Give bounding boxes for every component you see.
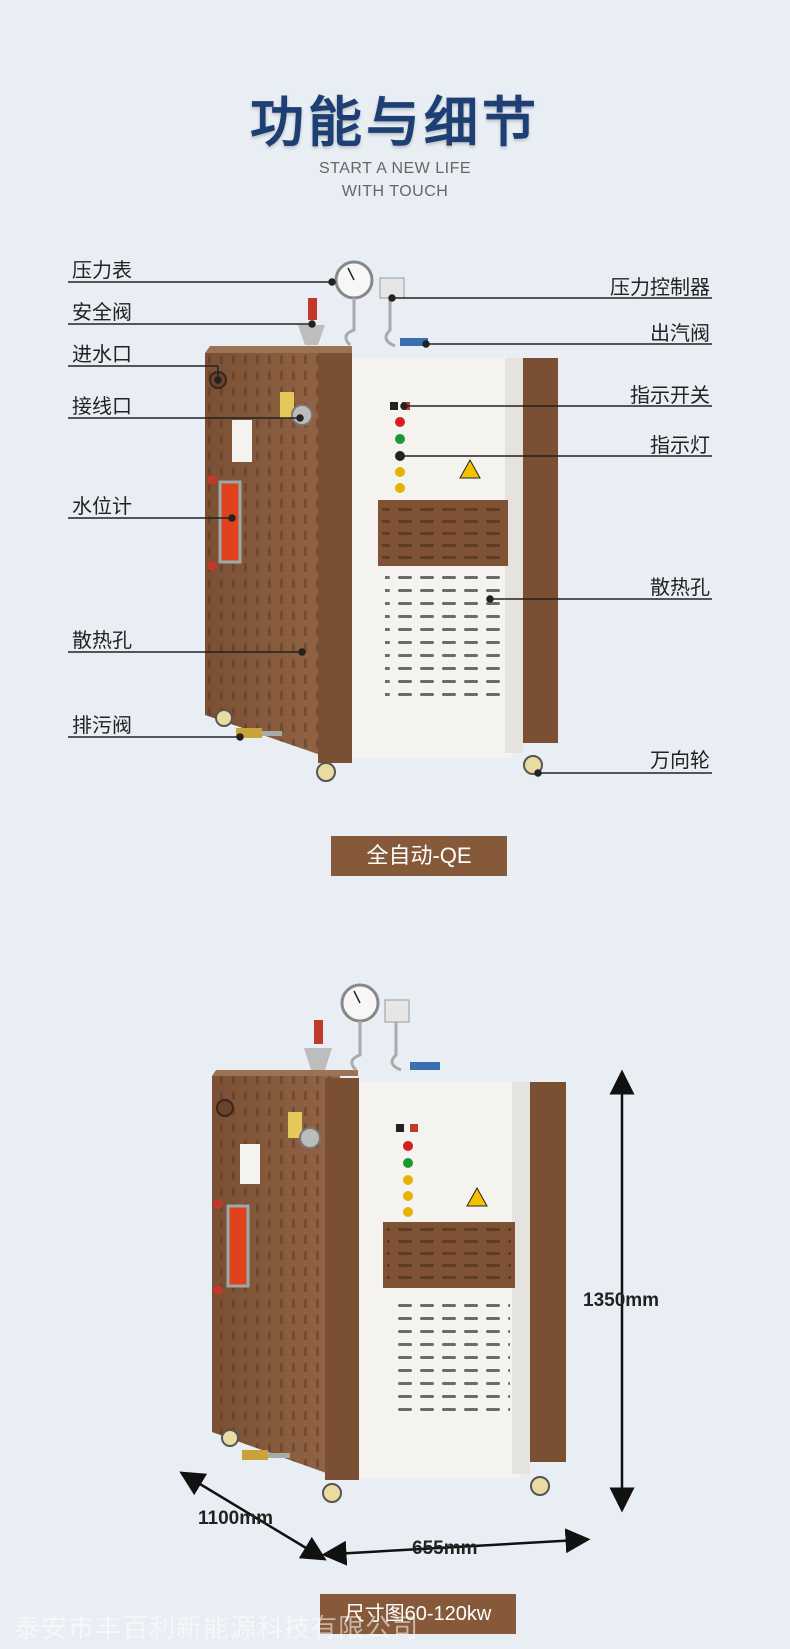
dimension-depth: 1100mm [198, 1508, 274, 1529]
page-title: 功能与细节 [250, 93, 540, 153]
subtitle-line-1: START A NEW LIFE [318, 160, 472, 177]
label-pressure-gauge: 压力表 [72, 260, 132, 282]
label-indicator-light: 指示灯 [650, 435, 710, 457]
label-wiring-port: 接线口 [72, 396, 132, 418]
label-pressure-controller: 压力控制器 [610, 277, 710, 299]
size-chart-badge: 尺寸图60-120kw [320, 1594, 516, 1634]
dimension-width: 655mm [412, 1538, 478, 1559]
dimension-height: 1350mm [583, 1290, 660, 1311]
callout-lines-left [68, 278, 336, 741]
label-indicator-switch: 指示开关 [630, 385, 710, 407]
dimension-arrows [179, 1069, 635, 1566]
callout-lines-right [388, 294, 712, 777]
label-safety-valve: 安全阀 [72, 302, 132, 324]
label-vent-holes-front: 散热孔 [650, 577, 710, 599]
company-watermark: 泰安市丰百利新能源科技有限公司 [14, 1613, 420, 1643]
boiler-bottom [212, 983, 566, 1503]
subtitle-line-2: WITH TOUCH [341, 183, 449, 200]
label-caster-wheel: 万向轮 [650, 750, 710, 772]
model-badge: 全自动-QE [331, 836, 507, 876]
label-vent-holes-side: 散热孔 [72, 630, 132, 652]
boiler-top [205, 260, 558, 782]
label-water-level-gauge: 水位计 [72, 496, 132, 518]
label-water-inlet: 进水口 [72, 344, 132, 366]
label-steam-outlet-valve: 出汽阀 [650, 323, 710, 345]
label-drain-valve: 排污阀 [72, 715, 132, 737]
